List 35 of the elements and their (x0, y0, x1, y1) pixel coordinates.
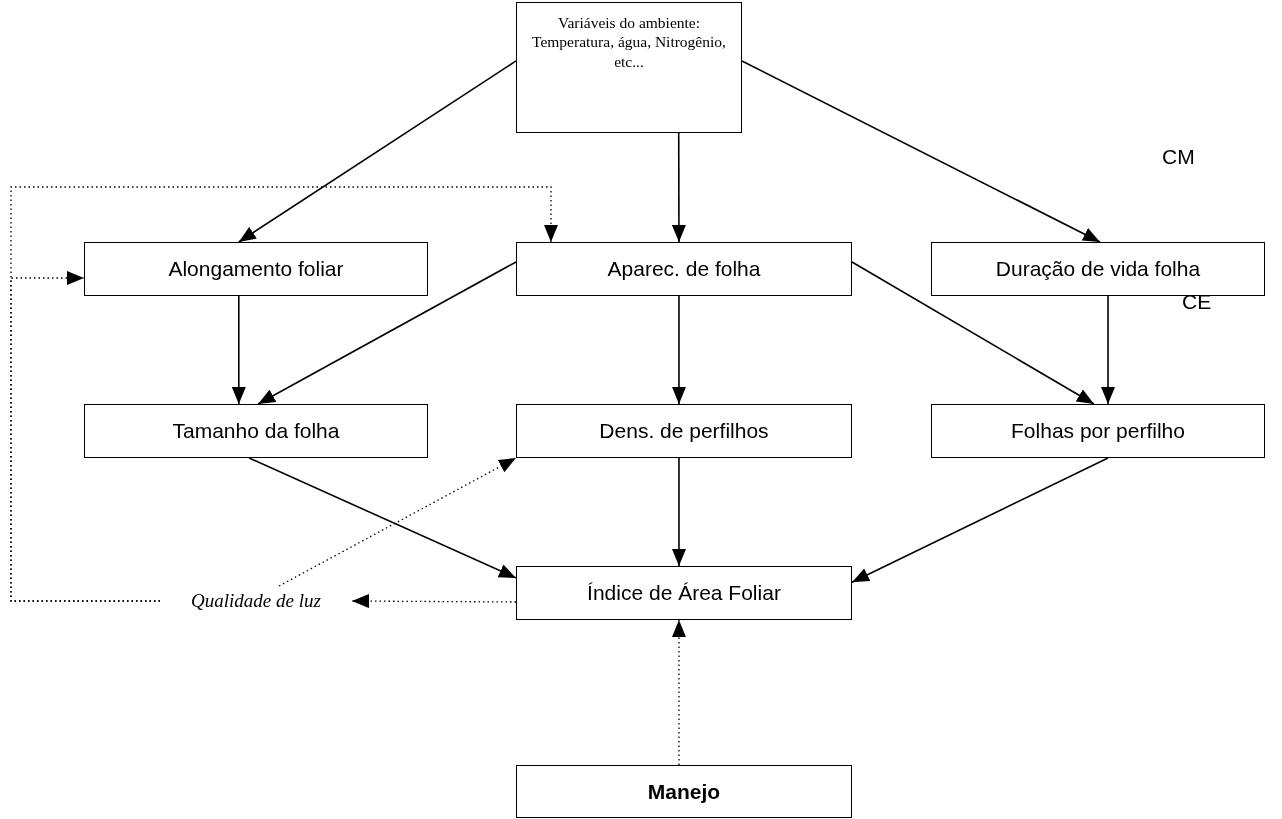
node-label: Dens. de perfilhos (599, 419, 769, 443)
arrow (851, 261, 1095, 405)
dotted-arrow (671, 619, 686, 766)
node-label: Manejo (647, 779, 721, 804)
process-box (84, 242, 428, 296)
arrow (851, 457, 1109, 583)
arrow (671, 295, 686, 405)
node-label: Variáveis do ambiente: Temperatura, água, Nitrogênio, etc... (531, 13, 727, 72)
node-label: Tamanho da folha (172, 419, 340, 443)
process-box (516, 242, 852, 296)
arrow (671, 132, 686, 243)
arrow (671, 457, 686, 567)
annotation-label: CM (1162, 145, 1195, 169)
process-box (931, 404, 1265, 458)
arrow (231, 295, 246, 405)
node-label: Índice de Área Foliar (587, 581, 781, 605)
process-box (84, 404, 428, 458)
dotted-arrow (278, 457, 517, 587)
arrow (1101, 295, 1115, 405)
dotted-arrow (10, 186, 558, 602)
process-box (516, 2, 742, 133)
node-text: Qualidade de luz (160, 586, 352, 616)
process-box (516, 566, 852, 620)
arrow (238, 60, 517, 243)
arrow (257, 261, 517, 405)
process-box (516, 404, 852, 458)
node-label: Alongamento foliar (168, 257, 344, 281)
node-label: Aparec. de folha (607, 257, 761, 281)
arrow (248, 457, 517, 579)
node-label: Duração de vida folha (995, 257, 1201, 281)
process-box (931, 242, 1265, 296)
node-label: Folhas por perfilho (1011, 419, 1185, 443)
process-box (516, 765, 852, 818)
dotted-arrow (351, 594, 517, 609)
arrow (741, 60, 1101, 243)
